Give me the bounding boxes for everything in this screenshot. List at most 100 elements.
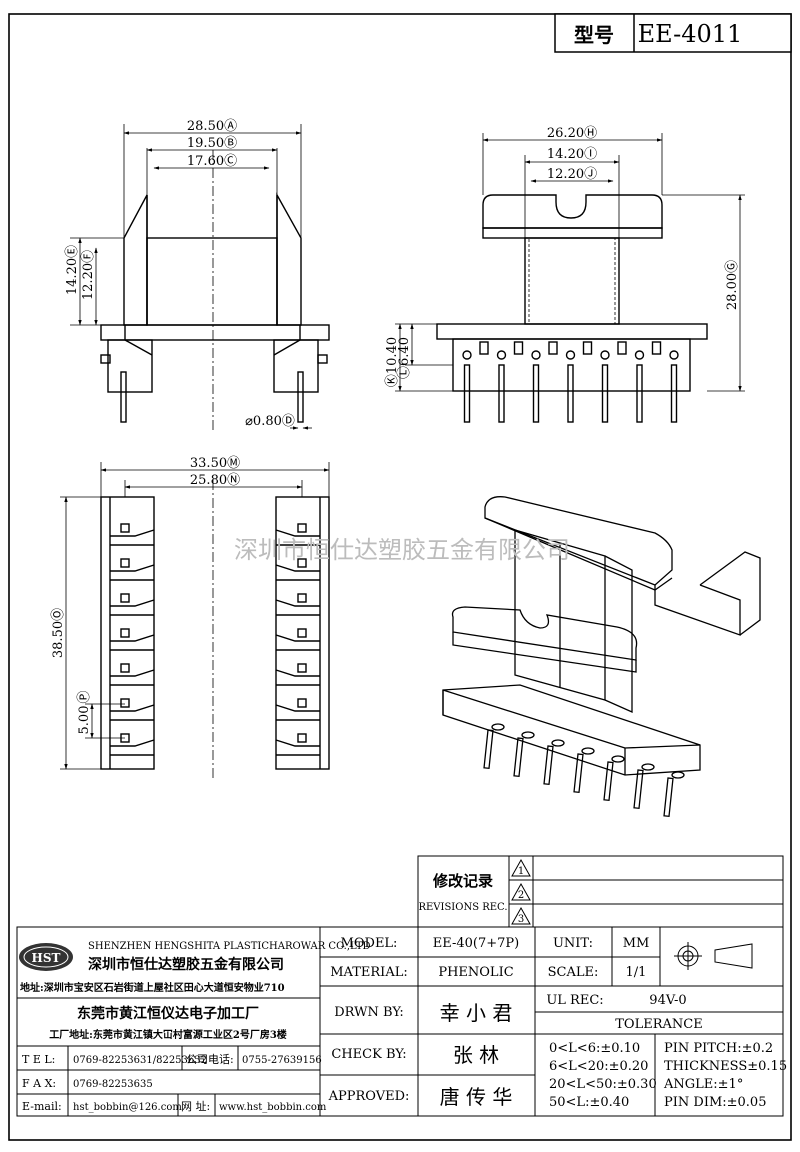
pin-groove bbox=[110, 704, 155, 712]
pin-hole bbox=[462, 350, 472, 360]
drawn-by-value: 幸 小 君 bbox=[440, 1001, 513, 1025]
pin-slot bbox=[582, 341, 593, 355]
model-label: 型号 bbox=[574, 23, 614, 47]
iso-pin bbox=[663, 777, 674, 818]
pin-pad bbox=[120, 523, 130, 533]
pin-hole bbox=[496, 350, 507, 360]
side-view bbox=[436, 194, 708, 423]
model-title-block: 型号 EE-4011 bbox=[554, 13, 792, 53]
iso-pin-hole bbox=[641, 763, 655, 771]
pin-pad bbox=[297, 523, 307, 533]
revisions-label-cn: 修改记录 bbox=[432, 872, 493, 890]
dim-O: 38.50Ⓞ bbox=[51, 608, 66, 658]
iso-pin-hole bbox=[521, 731, 535, 739]
pin-pad bbox=[120, 593, 130, 603]
title-block-grid bbox=[16, 926, 784, 1117]
pin-hole bbox=[634, 350, 645, 360]
iso-pin-hole bbox=[551, 739, 565, 747]
side-view-dimensions bbox=[395, 133, 745, 392]
dim-L: Ⓛ6.40 bbox=[397, 337, 412, 379]
pin-hole bbox=[531, 350, 541, 360]
pin-leg bbox=[601, 364, 609, 423]
pin-leg bbox=[636, 364, 643, 423]
scale-value: 1/1 bbox=[626, 965, 647, 980]
tolerance-pin-dim: PIN DIM:±0.05 bbox=[664, 1095, 766, 1110]
dim-P: 5.00 bbox=[77, 706, 92, 735]
dim-F: 12.20Ⓕ bbox=[81, 250, 96, 300]
pin-pad bbox=[297, 628, 307, 638]
approved-label: APPROVED: bbox=[328, 1089, 410, 1104]
tel-value: 0769-82253631/82253632 bbox=[73, 1055, 207, 1066]
bottom-view-dimensions bbox=[60, 462, 330, 770]
tolerance-row-4: 50<L:±0.40 bbox=[549, 1095, 629, 1110]
dim-B: 19.50Ⓑ bbox=[187, 136, 237, 151]
dim-A: 28.50Ⓐ bbox=[187, 119, 237, 134]
dim-D: ⌀0.80Ⓓ bbox=[245, 414, 295, 429]
company-address: 地址:深圳市宝安区石岩街道上屋社区田心大道恒安物业710 bbox=[20, 981, 285, 994]
projection-symbol-icon bbox=[674, 942, 753, 970]
company-name-en: SHENZHEN HENGSHITA PLASTICHAROWAR CO.,LT… bbox=[88, 941, 371, 952]
pin-hole bbox=[600, 350, 610, 360]
company-name-cn: 深圳市恒仕达塑胶五金有限公司 bbox=[88, 956, 284, 973]
pin-leg bbox=[463, 364, 471, 423]
revisions-table bbox=[417, 855, 784, 928]
pin-leg bbox=[567, 364, 574, 423]
dim-H: 26.20Ⓗ bbox=[547, 126, 597, 141]
revision-3: 3 bbox=[518, 914, 524, 925]
model-field-label: MODEL: bbox=[341, 936, 398, 951]
pin-leg bbox=[498, 364, 505, 423]
pin-groove bbox=[275, 634, 320, 642]
bottom-view-pins-left bbox=[110, 523, 155, 756]
pin-groove bbox=[110, 529, 155, 537]
iso-pin bbox=[513, 737, 524, 778]
isometric-view bbox=[442, 496, 761, 818]
ul-value: 94V-0 bbox=[649, 993, 686, 1008]
fax-value: 0769-82253635 bbox=[73, 1079, 153, 1090]
web-label: 网 址: bbox=[181, 1099, 210, 1113]
check-by-label: CHECK BY: bbox=[331, 1047, 406, 1062]
fax-label: F A X: bbox=[22, 1077, 56, 1090]
pin-groove bbox=[110, 634, 155, 642]
revision-markers: 1 2 3 bbox=[511, 858, 531, 925]
web-value: www.hst_bobbin.com bbox=[219, 1102, 327, 1113]
sheet-border bbox=[8, 13, 792, 1141]
factory-address: 工厂地址:东莞市黄江镇大冚村富源工业区2号厂房3楼 bbox=[49, 1028, 287, 1041]
pin-groove bbox=[275, 669, 320, 677]
company-phone-label: 公司电话: bbox=[186, 1053, 234, 1066]
iso-pin bbox=[483, 729, 494, 770]
check-by-value: 张 林 bbox=[453, 1043, 499, 1067]
model-field-value: EE-40(7+7P) bbox=[433, 936, 519, 951]
pin-pad bbox=[297, 698, 307, 708]
dim-N: 25.80Ⓝ bbox=[190, 473, 240, 488]
pin-pad bbox=[120, 558, 130, 568]
bottom-view-pins-right bbox=[275, 523, 320, 756]
isometric-pins bbox=[483, 723, 685, 818]
side-view-pins bbox=[462, 341, 679, 423]
pin-pad bbox=[297, 733, 307, 743]
iso-pin-hole bbox=[581, 747, 595, 755]
iso-pin bbox=[603, 761, 614, 802]
company-logo: HST bbox=[19, 943, 73, 971]
pin-hole bbox=[669, 350, 679, 360]
tolerance-label: TOLERANCE bbox=[615, 1017, 702, 1032]
pin-leg bbox=[532, 364, 540, 423]
unit-label: UNIT: bbox=[553, 936, 593, 951]
iso-pin-hole bbox=[491, 723, 505, 731]
unit-value: MM bbox=[623, 936, 650, 951]
pin-pad bbox=[297, 558, 307, 568]
pin-slot bbox=[513, 341, 524, 355]
pin-pad bbox=[297, 593, 307, 603]
pin-slot bbox=[617, 341, 627, 355]
pin-groove bbox=[275, 739, 320, 747]
dim-M: 33.50Ⓜ bbox=[190, 456, 240, 471]
tolerance-row-1: 0<L<6:±0.10 bbox=[549, 1041, 640, 1056]
iso-pin bbox=[573, 753, 584, 794]
pin-pad bbox=[120, 698, 130, 708]
tolerance-thickness: THICKNESS±0.15 bbox=[664, 1059, 787, 1074]
factory-name: 东莞市黄江恒仪达电子加工厂 bbox=[77, 1005, 259, 1022]
scale-label: SCALE: bbox=[548, 965, 599, 980]
pin-groove bbox=[275, 564, 320, 572]
tolerance-row-3: 20<L<50:±0.30 bbox=[549, 1077, 657, 1092]
